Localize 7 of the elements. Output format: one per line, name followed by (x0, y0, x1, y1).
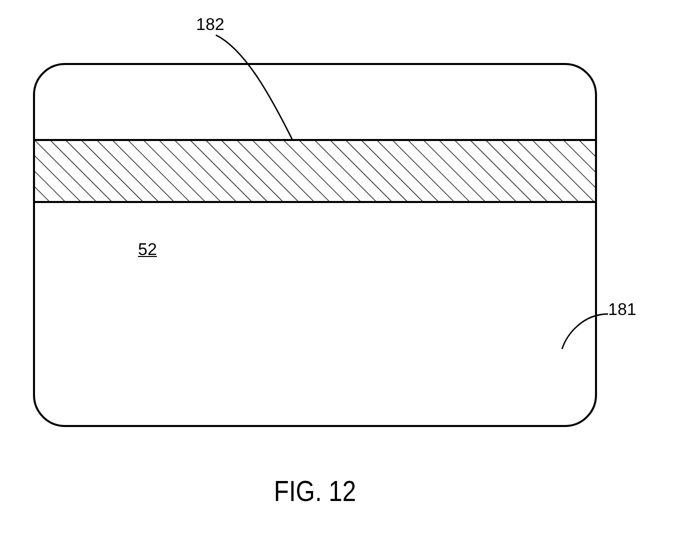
reference-numeral: 182 (196, 15, 224, 35)
card-outline (33, 63, 597, 427)
part-number: 52 (138, 240, 157, 260)
figure-caption: FIG. 12 (274, 476, 356, 508)
leader-line (216, 34, 293, 140)
hatched-stripe (35, 139, 597, 203)
reference-numeral: 181 (608, 300, 636, 320)
